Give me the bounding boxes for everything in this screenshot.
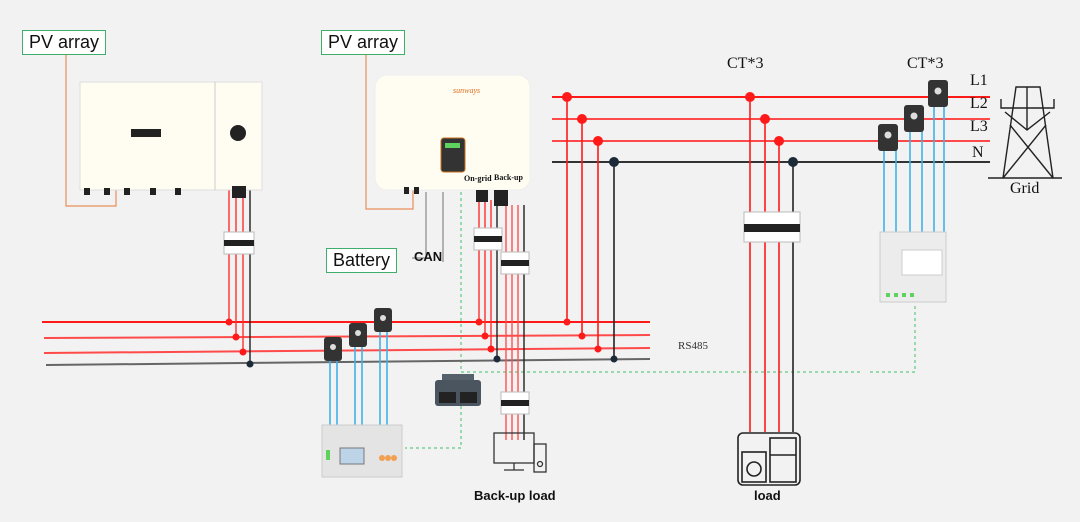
- home-appliances-icon: [737, 432, 801, 486]
- on-grid-label: On-grid: [464, 174, 492, 183]
- breaker-on-grid: [473, 227, 503, 251]
- pv-wire-2: [365, 55, 414, 210]
- pv-inverter: [79, 81, 263, 198]
- breaker-load: [743, 211, 801, 243]
- load-wires: [749, 97, 794, 432]
- energy-meter-grid: [879, 231, 947, 303]
- breaker-inverter-1: [223, 231, 255, 255]
- rj45-splitter: [435, 374, 481, 406]
- ct-label-grid: CT*3: [907, 55, 944, 72]
- ct-sensors-grid: [878, 80, 948, 232]
- ct-label-load: CT*3: [727, 55, 764, 72]
- brand-logo: [131, 129, 161, 137]
- ct-sensors-left: [324, 308, 392, 425]
- grid-label: Grid: [1010, 180, 1040, 197]
- grid-tower-icon: [988, 86, 1062, 179]
- rs485-label: RS485: [678, 340, 708, 352]
- rs485-comm-line: [405, 192, 916, 449]
- pv-array-label-2: PV array: [321, 30, 406, 55]
- neutral-label: N: [972, 144, 984, 161]
- hybrid-inverter: sunways: [374, 74, 531, 206]
- phase-l3-label: L3: [970, 118, 988, 135]
- battery-label: Battery: [326, 248, 398, 273]
- pv-array-label-1: PV array: [22, 30, 107, 55]
- on-grid-wires: [478, 200, 498, 359]
- computer-icon: [493, 432, 547, 473]
- can-label: CAN: [414, 249, 443, 264]
- battery-wires: [412, 192, 444, 262]
- energy-meter-left: [321, 424, 403, 478]
- breaker-back-up-2: [500, 391, 530, 415]
- junction-dots: [225, 92, 798, 368]
- pv-wire-1: [65, 55, 117, 207]
- bus-interconnect: [566, 97, 615, 359]
- ac-bus-left: [42, 321, 651, 366]
- load-label: load: [754, 488, 781, 503]
- brand-logo: sunways: [453, 86, 480, 95]
- ac-bus-grid: [552, 96, 990, 163]
- breaker-back-up-1: [500, 251, 530, 275]
- phase-l2-label: L2: [970, 95, 988, 112]
- backup-load-label: Back-up load: [474, 488, 556, 503]
- phase-l1-label: L1: [970, 72, 988, 89]
- back-up-port-label: Back-up: [494, 173, 523, 182]
- inverter-1-ac-wires: [228, 190, 251, 364]
